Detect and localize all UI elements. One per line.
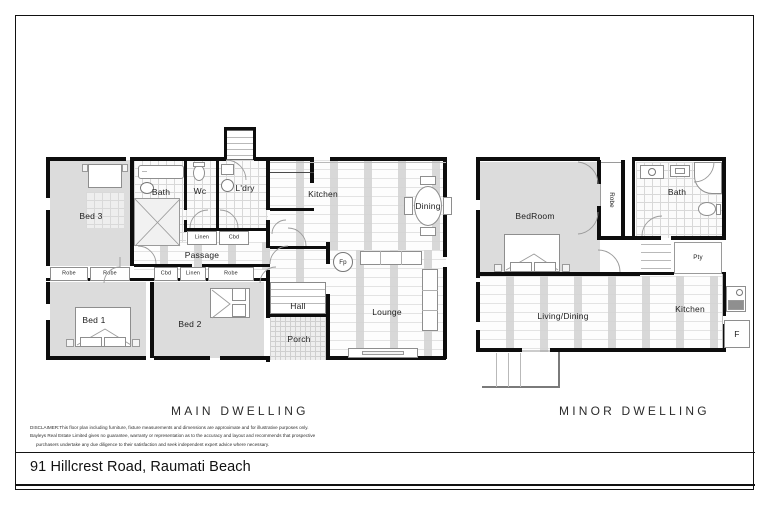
minor-dwelling-caption: MINOR DWELLING [559,404,710,418]
room-fill-kitchen-dining [270,160,446,250]
room-label-bath: Bath [151,186,171,197]
storage-linen-ldry [187,231,217,245]
door-swing-icon [287,227,307,247]
shower-screen-icon [693,161,715,183]
property-address: 91 Hillcrest Road, Raumati Beach [30,459,251,475]
main-dwelling-caption: MAIN DWELLING [171,404,309,418]
bedside-icon [122,164,128,172]
bedside-icon [232,288,246,301]
disclaimer-text: DISCLAIMER:This floor plan including fur… [30,424,460,449]
dining-chair-icon [443,197,452,215]
door-swing-icon [577,211,599,235]
bedside-icon [132,339,140,347]
disclaimer-line: Bayleys Real Estate Limited gives no gua… [30,433,316,439]
storage-label: Linen [194,234,210,241]
dining-table-icon [414,186,442,226]
basin-icon [140,182,154,194]
storage-robe-bed2 [208,267,254,281]
room-label-bed2: Bed 2 [178,318,202,329]
storage-label: Robe [62,270,76,277]
door-swing-icon [597,249,621,273]
door-swing-icon [219,209,239,229]
sofa-icon [422,269,438,331]
door-swing-icon [271,219,287,235]
bedside-icon [232,304,246,317]
storage-robe-bed3-b [90,267,130,281]
shower-door-swing-icon [134,198,181,247]
storage-label-robe-minor: Robe [608,192,616,208]
storage-cbd-hall [154,267,178,281]
dining-chair-icon [404,197,413,215]
dining-chair-icon [420,227,436,236]
storage-label: Robe [103,270,117,277]
toilet-icon [193,165,205,181]
disclaimer-line: purchasers undertake any due diligence t… [36,441,270,447]
entry-deck [482,352,560,388]
storage-label: Cbd [160,270,172,277]
storage-label: Cbd [228,234,240,241]
floor-plan-sheet: Robe Robe Cbd Linen Robe Linen Cbd [15,15,755,490]
room-label-bath-minor: Bath [667,186,687,197]
shower-corner-icon [694,162,722,194]
bed-quilt-icon [211,289,231,319]
room-fill-living-dining [480,276,722,352]
room-label-kitchen: Kitchen [308,188,338,199]
laundry-tub-icon [221,164,234,175]
storage-label: Robe [224,270,238,277]
room-label-bed3: Bed 3 [79,210,103,221]
storage-label: Linen [185,270,201,277]
door-swing-icon [189,209,209,229]
bedside-icon [562,264,570,272]
room-label-bedroom: BedRoom [515,210,555,221]
room-fill-porch [270,316,328,360]
room-label-wc: Wc [193,185,207,196]
divider-rule-bottom [16,484,755,486]
room-label-ldry: L'dry [235,182,255,193]
storage-linen-hall [180,267,206,281]
minor-dwelling-plan: BedRoom Bath Living/Dining Kitchen Robe … [466,124,750,394]
room-label-living-dining: Living/Dining [537,310,589,321]
internal-stairs [270,282,326,314]
door-swing-icon [269,245,289,265]
bedside-icon [494,264,502,272]
bedside-icon [82,164,88,172]
divider-rule [16,452,755,453]
room-label-dining: Dining [415,200,441,211]
room-label-lounge: Lounge [372,306,402,317]
door-swing-icon [137,245,157,265]
rug-icon [86,192,124,228]
sofa-icon [360,251,422,265]
room-label-passage: Passage [184,249,220,260]
door-swing-icon [641,215,663,237]
room-label-hall: Hall [290,300,306,311]
sliding-door-icon [522,350,550,352]
room-label-bed1: Bed 1 [82,314,106,325]
toilet-icon [698,202,716,216]
bed-icon [88,164,122,188]
door-swing-icon [225,159,247,181]
storage-cbd-ldry [219,231,249,245]
door-swing-icon [103,257,121,284]
fridge-icon [724,320,750,348]
disclaimer-line: DISCLAIMER:This floor plan including fur… [30,425,309,430]
fireplace-icon [333,252,353,272]
room-label-porch: Porch [287,333,311,344]
storage-label-pty: Pty [693,253,703,261]
dining-chair-icon [420,176,436,185]
main-dwelling-plan: Robe Robe Cbd Linen Robe Linen Cbd [30,124,460,369]
room-label-kitchen-minor: Kitchen [675,303,705,314]
washer-icon [221,179,234,192]
door-swing-icon [259,266,277,284]
fireplace-label: Fp [339,258,347,266]
room-fill-pty [674,242,722,274]
fridge-label: F [734,328,740,339]
door-swing-icon [577,161,599,185]
bathtub-icon [138,165,184,179]
storage-robe-bed3-a [50,267,88,281]
bedside-icon [66,339,74,347]
